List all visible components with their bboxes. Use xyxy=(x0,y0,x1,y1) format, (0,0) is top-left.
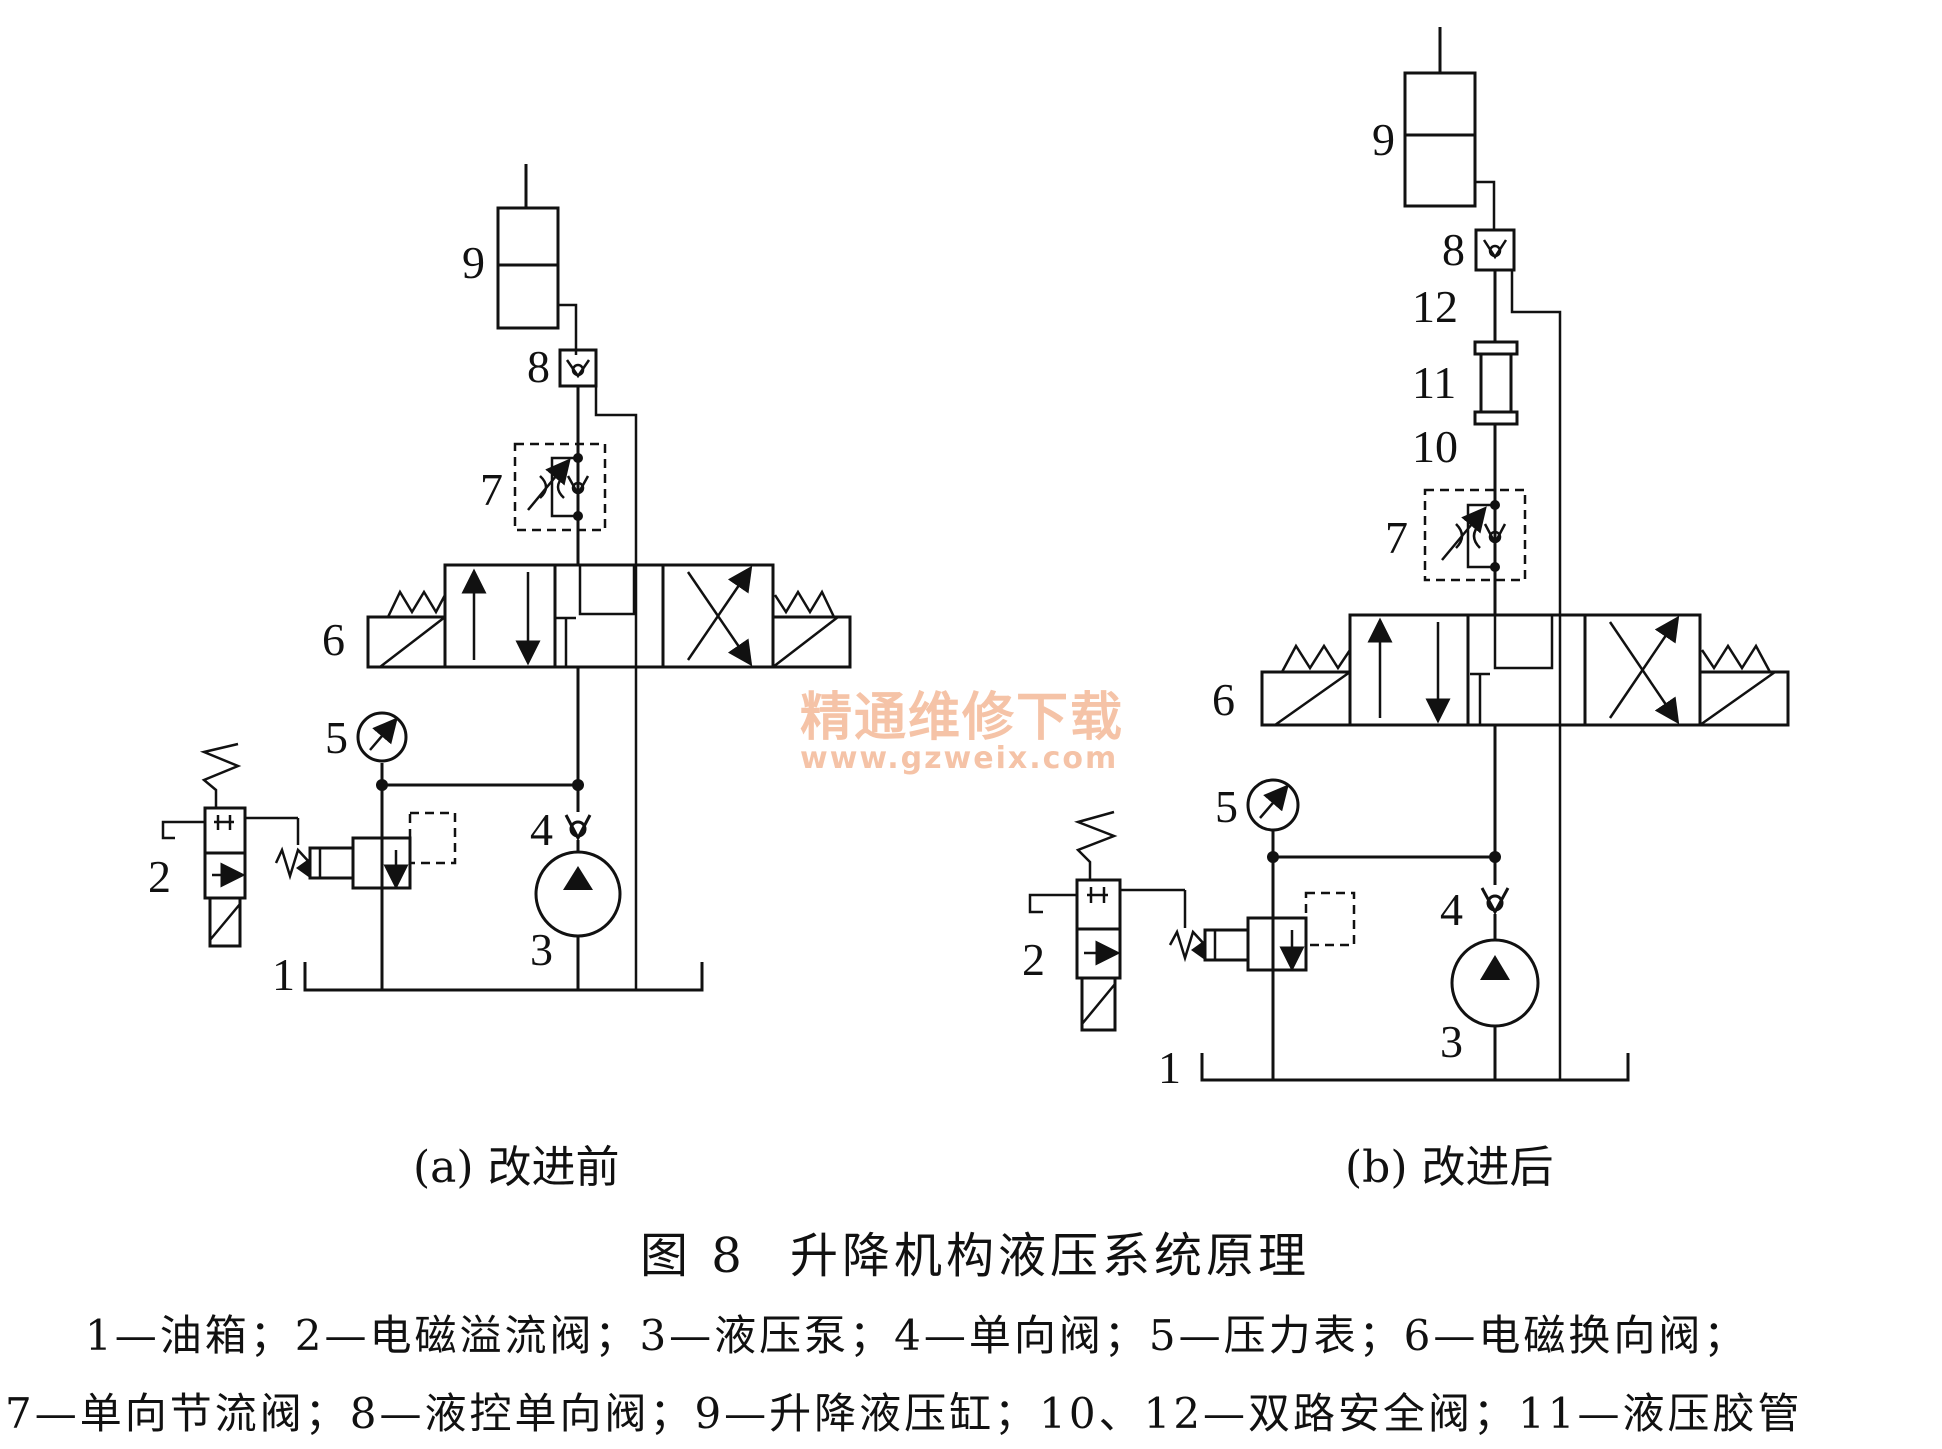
throttle-valve-a xyxy=(513,442,607,532)
cylinder-b xyxy=(1403,27,1496,230)
label-a-gauge: 5 xyxy=(325,712,348,763)
label-b-safety-upper: 12 xyxy=(1412,281,1458,332)
pump-b xyxy=(1450,938,1540,1080)
cylinder-a xyxy=(496,164,578,355)
legend-line-1: 1—油箱；2—电磁溢流阀；3—液压泵；4—单向阀；5—压力表；6—电磁换向阀； xyxy=(85,1311,1748,1360)
caption-b: (b) 改进后 xyxy=(1345,1142,1553,1193)
relief-valve-a xyxy=(274,811,457,890)
directional-valve-a xyxy=(366,563,852,669)
pressure-gauge-a xyxy=(356,711,408,763)
label-b-throttle: 7 xyxy=(1385,512,1408,563)
label-b-tank: 1 xyxy=(1158,1042,1181,1093)
label-a-throttle: 7 xyxy=(480,464,503,515)
label-a-cylinder: 9 xyxy=(462,237,485,288)
label-a-pilot-check: 8 xyxy=(527,341,550,392)
directional-valve-b xyxy=(1260,613,1790,727)
label-a-check: 4 xyxy=(530,804,553,855)
label-b-gauge: 5 xyxy=(1215,781,1238,832)
label-b-check: 4 xyxy=(1440,884,1463,935)
solenoid-valve-a xyxy=(161,742,298,948)
label-a-tank: 1 xyxy=(272,949,295,1000)
label-a-relief: 2 xyxy=(148,851,171,902)
check-valve-b xyxy=(1480,887,1510,916)
label-b-pilot-check: 8 xyxy=(1442,224,1465,275)
throttle-valve-b xyxy=(1423,488,1527,582)
legend-line-2: 7—单向节流阀；8—液控单向阀；9—升降液压缸；10、12—双路安全阀；11—液… xyxy=(5,1389,1803,1438)
watermark-url: www.gzweix.com xyxy=(800,741,1118,776)
watermark-cn: 精通维修下载 xyxy=(800,688,1124,748)
label-b-directional: 6 xyxy=(1212,674,1235,725)
diagram-a xyxy=(161,164,852,992)
figure-number: 图 8 xyxy=(640,1228,746,1284)
label-b-hose: 11 xyxy=(1412,357,1456,408)
relief-valve-b xyxy=(1168,890,1356,972)
pressure-gauge-b xyxy=(1246,778,1300,832)
pump-a xyxy=(534,850,622,990)
label-b-safety-lower: 10 xyxy=(1412,421,1458,472)
pilot-check-valve-a xyxy=(558,348,638,990)
caption-a: (a) 改进前 xyxy=(413,1142,620,1193)
label-a-directional: 6 xyxy=(322,614,345,665)
check-valve-a xyxy=(564,814,592,842)
label-b-cylinder: 9 xyxy=(1372,114,1395,165)
figure-title: 升降机构液压系统原理 xyxy=(790,1228,1310,1284)
label-b-relief: 2 xyxy=(1022,934,1045,985)
tank-b xyxy=(1200,1053,1630,1082)
hose-b xyxy=(1473,340,1519,426)
diagram-b xyxy=(1028,27,1790,1082)
pilot-check-valve-b xyxy=(1474,228,1562,1080)
solenoid-valve-b xyxy=(1028,810,1185,1032)
label-a-pump: 3 xyxy=(530,924,553,975)
tank-a xyxy=(303,962,704,992)
label-b-pump: 3 xyxy=(1440,1016,1463,1067)
